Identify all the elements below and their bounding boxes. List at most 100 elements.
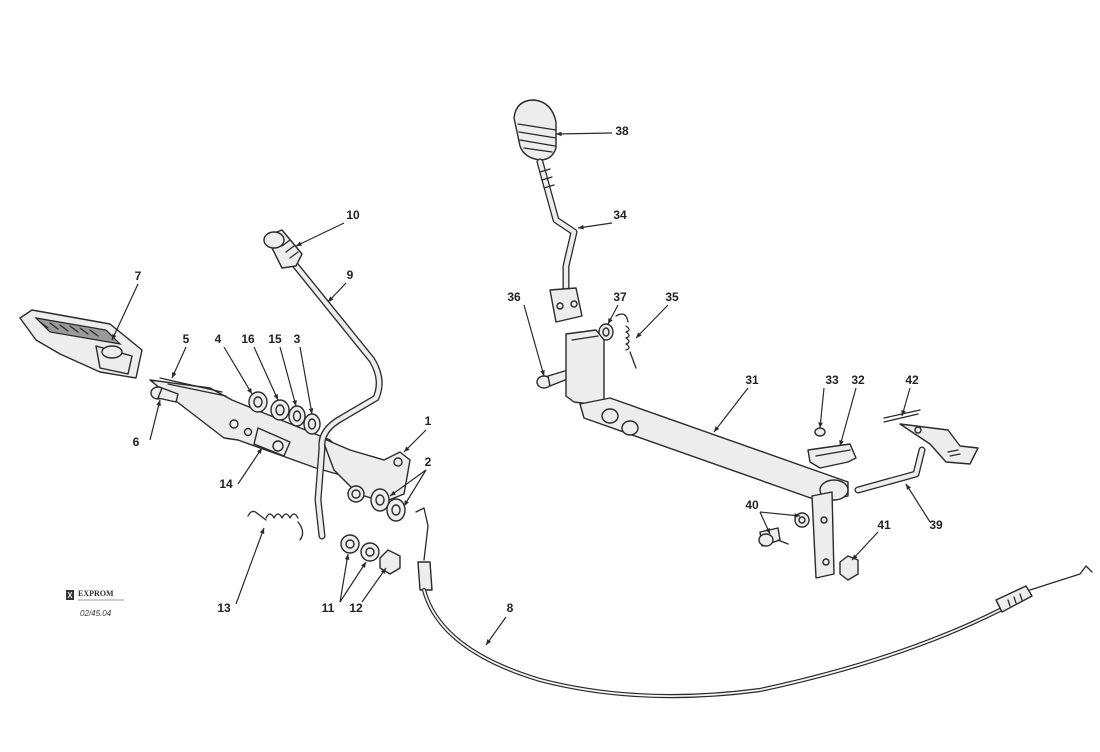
leader-line-36	[523, 304, 545, 377]
leader-line-16	[253, 346, 279, 401]
part-7-pedal	[19, 309, 143, 379]
part-11-washers	[340, 534, 380, 562]
callout-label-10: 10	[346, 208, 360, 222]
part-13-spring	[247, 510, 304, 541]
leader-arrow-9	[328, 296, 334, 302]
part-34-shift-lever	[536, 158, 583, 323]
callout-label-1: 1	[425, 414, 432, 428]
leader-line-2	[403, 469, 427, 507]
leader-line-4	[223, 346, 253, 395]
leader-line-10	[295, 222, 345, 247]
leader-line-32	[839, 387, 857, 447]
part-41-nut	[839, 555, 859, 581]
part-15-washer	[288, 405, 306, 427]
logo: EXPROM 02/45.04	[66, 589, 124, 618]
leader-line-35	[635, 304, 669, 339]
callout-label-39: 39	[929, 518, 943, 532]
callout-label-16: 16	[241, 332, 255, 346]
callout-label-2: 2	[425, 455, 432, 469]
leader-arrow-41	[852, 554, 858, 560]
callout-label-42: 42	[905, 373, 919, 387]
callout-label-31: 31	[745, 373, 759, 387]
part-16-washer	[270, 399, 290, 421]
part-31-shaft	[565, 329, 849, 579]
leader-arrow-16	[273, 394, 278, 400]
drawing-code: 02/45.04	[80, 609, 112, 618]
callout-label-32: 32	[851, 373, 865, 387]
leader-arrow-8	[486, 639, 492, 645]
callout-label-15: 15	[268, 332, 282, 346]
callout-label-12: 12	[349, 601, 363, 615]
leader-line-40	[759, 511, 801, 517]
part-14-bushing	[253, 427, 291, 457]
part-32-clip	[807, 443, 857, 469]
part-35-spring	[615, 313, 637, 369]
leader-arrow-7	[112, 334, 117, 340]
leader-line-15	[279, 346, 297, 407]
part-42-clip	[883, 409, 979, 465]
leader-arrow-2	[404, 500, 409, 506]
callout-label-8: 8	[507, 601, 514, 615]
leader-arrow-39	[906, 484, 911, 490]
callout-label-40: 40	[745, 498, 759, 512]
callout-label-33: 33	[825, 373, 839, 387]
leader-arrow-5	[172, 372, 177, 378]
callout-label-7: 7	[135, 269, 142, 283]
leader-line-11	[339, 553, 349, 603]
leader-arrow-4	[247, 388, 252, 394]
callout-label-35: 35	[665, 290, 679, 304]
leader-arrow-42	[901, 410, 906, 416]
part-6-bolt	[150, 386, 179, 403]
part-8-cable	[415, 507, 1093, 699]
leader-arrow-11	[344, 554, 350, 560]
callout-label-6: 6	[133, 435, 140, 449]
part-2-washers	[370, 488, 406, 522]
callout-label-14: 14	[219, 477, 233, 491]
callout-label-34: 34	[613, 208, 627, 222]
part-36-bolt	[536, 369, 571, 389]
leader-line-8	[485, 616, 507, 646]
part-33-rivet	[814, 427, 826, 437]
leader-arrow-1	[404, 446, 410, 452]
leader-arrow-36	[540, 370, 545, 376]
leader-arrow-35	[636, 332, 642, 338]
leader-arrow-32	[839, 440, 844, 446]
part-40-bolts	[758, 512, 810, 547]
leader-arrow-3	[308, 408, 314, 414]
leader-arrow-40	[794, 513, 800, 518]
leader-arrow-10	[296, 241, 302, 246]
leader-line-13	[235, 527, 265, 605]
leader-line-14	[237, 447, 263, 485]
leader-arrow-2	[390, 490, 396, 496]
leader-arrow-12	[380, 568, 386, 574]
leader-line-41	[851, 531, 879, 561]
callout-label-37: 37	[613, 290, 627, 304]
leader-line-3	[299, 346, 313, 415]
callout-label-36: 36	[507, 290, 521, 304]
leader-line-12	[361, 567, 387, 603]
part-5-brake-arm	[149, 377, 353, 477]
leader-arrow-15	[292, 400, 297, 406]
part-9-lever-rod	[292, 262, 383, 540]
leader-line-11	[339, 561, 367, 603]
leader-arrow-40	[765, 528, 770, 534]
leader-line-2	[389, 469, 427, 497]
leader-arrow-37	[608, 318, 613, 324]
part-12-nut	[379, 549, 401, 575]
callout-label-11: 11	[322, 601, 335, 615]
callout-label-3: 3	[294, 332, 301, 346]
callout-label-5: 5	[183, 332, 190, 346]
leader-arrow-34	[578, 224, 584, 230]
leader-line-31	[713, 387, 749, 433]
leader-line-7	[111, 283, 139, 341]
leader-line-39	[905, 483, 931, 523]
leader-line-34	[577, 222, 613, 229]
leader-arrow-11	[361, 562, 366, 568]
leader-arrow-31	[714, 426, 720, 432]
leader-arrow-13	[259, 528, 265, 534]
leader-arrow-33	[818, 422, 823, 428]
part-1-bracket	[321, 437, 411, 503]
callout-label-38: 38	[615, 124, 629, 138]
